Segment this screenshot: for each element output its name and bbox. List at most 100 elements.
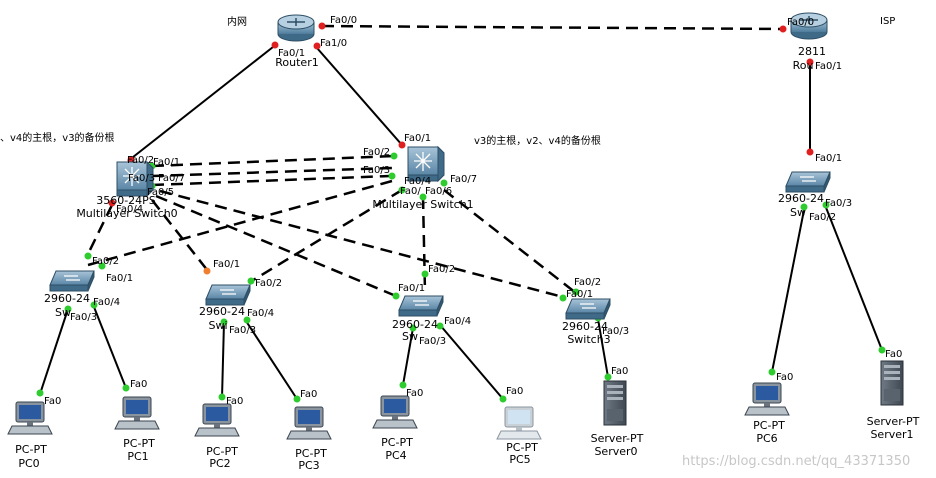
port-dot-ms1-fa06 bbox=[419, 193, 427, 201]
port-label: Fa0/3 bbox=[70, 312, 97, 323]
switch3-model: 2960-24 bbox=[562, 320, 608, 333]
link-sw0-pc0[interactable] bbox=[39, 308, 69, 395]
port-dot-sw0-fa03 bbox=[64, 305, 72, 313]
pc5[interactable] bbox=[496, 406, 542, 440]
switch2[interactable] bbox=[398, 295, 444, 317]
port-dot-sw1-fa01 bbox=[203, 267, 211, 275]
port-label: Fa0/1 bbox=[398, 283, 425, 294]
switch0[interactable] bbox=[49, 270, 95, 292]
switch-isp-model: 2960-24 bbox=[778, 192, 824, 205]
link-sw2-pc4[interactable] bbox=[402, 327, 414, 386]
switch0-model: 2960-24 bbox=[44, 292, 90, 305]
port-label: Fa0/2 bbox=[363, 147, 390, 158]
link-msw1-sw1[interactable] bbox=[249, 188, 403, 284]
link-msw1-sw0[interactable] bbox=[87, 179, 393, 267]
switch1[interactable] bbox=[205, 284, 251, 306]
link-sw3-server0[interactable] bbox=[597, 318, 609, 378]
port-label: Fa0/6 bbox=[425, 186, 452, 197]
port-dot-swisp-fa03 bbox=[822, 201, 830, 209]
link-router1-msw0[interactable] bbox=[127, 46, 274, 162]
server1[interactable] bbox=[880, 360, 904, 406]
port-dot-r1-fa00 bbox=[318, 22, 326, 30]
switch-isp[interactable] bbox=[785, 171, 831, 193]
port-dot-server0 bbox=[604, 373, 612, 381]
pc3[interactable] bbox=[286, 406, 332, 440]
link-router1-risp[interactable] bbox=[321, 24, 784, 31]
port-label: Fa0/2 bbox=[809, 212, 836, 223]
server0-name: Server0 bbox=[594, 445, 637, 458]
server0[interactable] bbox=[603, 380, 627, 426]
msw1-name: Multilayer Switch1 bbox=[372, 198, 473, 211]
link-swisp-server1[interactable] bbox=[824, 204, 883, 351]
link-msw0-sw2[interactable] bbox=[155, 194, 397, 298]
link-msw1-sw3[interactable] bbox=[443, 189, 577, 294]
pc4-name: PC4 bbox=[385, 449, 406, 462]
port-label: Fa0/1 bbox=[278, 48, 305, 59]
pc4[interactable] bbox=[372, 395, 418, 429]
switch-isp-name: Sw bbox=[790, 206, 806, 219]
link-sw1-pc2[interactable] bbox=[221, 321, 225, 399]
switch3-name: Switch3 bbox=[567, 333, 610, 346]
pc2[interactable] bbox=[194, 403, 240, 437]
switch3[interactable] bbox=[565, 298, 611, 320]
port-dot-ms1-fa03 bbox=[388, 172, 396, 180]
port-dot-r1-fa01 bbox=[271, 41, 279, 49]
port-label: Fa0/3 bbox=[229, 325, 256, 336]
link-sw2-pc5[interactable] bbox=[439, 324, 504, 400]
port-label: Fa0 bbox=[226, 396, 243, 407]
pc5-model: PC-PT bbox=[506, 441, 538, 454]
pc3-name: PC3 bbox=[298, 459, 319, 472]
switch1-model: 2960-24 bbox=[199, 305, 245, 318]
port-label: Fa0/1 bbox=[815, 61, 842, 72]
link-msw0-msw1-a[interactable] bbox=[151, 154, 395, 168]
pc6-name: PC6 bbox=[756, 432, 777, 445]
link-msw0-msw1-b[interactable] bbox=[151, 166, 393, 178]
router1[interactable] bbox=[277, 14, 315, 42]
port-label: Fa0/1 bbox=[404, 133, 431, 144]
port-dot-pc1 bbox=[122, 384, 130, 392]
msw0-name: Multilayer Switch0 bbox=[76, 207, 177, 220]
port-dot-ms1-fa01 bbox=[398, 141, 406, 149]
port-dot-ms1-fa07 bbox=[440, 179, 448, 187]
port-dot-sw2-fa03 bbox=[409, 324, 417, 332]
port-dot-sw0-fa01 bbox=[98, 262, 106, 270]
link-sw0-pc1[interactable] bbox=[93, 306, 127, 389]
router-isp-model: 2811 bbox=[798, 45, 826, 58]
port-dot-sw1-fa03 bbox=[220, 318, 228, 326]
port-label: Fa0/1 bbox=[815, 153, 842, 164]
links-dashed bbox=[86, 24, 784, 299]
port-label: Fa0 bbox=[776, 372, 793, 383]
port-label: Fa0/7 bbox=[158, 173, 185, 184]
watermark: https://blog.csdn.net/qq_43371350 bbox=[682, 454, 910, 469]
port-label: Fa0/0 bbox=[787, 17, 814, 28]
port-dot-ms1-fa02 bbox=[390, 152, 398, 160]
pc4-model: PC-PT bbox=[381, 436, 413, 449]
port-label: Fa0/7 bbox=[450, 174, 477, 185]
port-dot-pc0 bbox=[36, 389, 44, 397]
link-router1-msw1[interactable] bbox=[316, 47, 403, 146]
port-label: Fa0 bbox=[406, 388, 423, 399]
link-msw0-sw3[interactable] bbox=[159, 189, 564, 299]
port-dot-sw3-fa01 bbox=[559, 294, 567, 302]
port-dot-r1-fa10 bbox=[313, 42, 321, 50]
port-label: Fa0/2 bbox=[574, 277, 601, 288]
pc6-model: PC-PT bbox=[753, 419, 785, 432]
pc1-name: PC1 bbox=[127, 450, 148, 463]
port-label: Fa0/4 bbox=[116, 204, 143, 215]
port-dot-sw2-fa04 bbox=[436, 322, 444, 330]
note-isp: ISP bbox=[880, 16, 895, 27]
link-swisp-pc6[interactable] bbox=[771, 204, 806, 373]
link-msw1-sw2[interactable] bbox=[421, 196, 427, 293]
link-msw0-sw0[interactable] bbox=[86, 204, 114, 255]
link-msw0-sw1[interactable] bbox=[151, 199, 209, 272]
port-label: Fa0/2 bbox=[92, 256, 119, 267]
pc1[interactable] bbox=[114, 396, 160, 430]
port-label: Fa0/4 bbox=[404, 176, 431, 187]
port-dot-pc2 bbox=[218, 393, 226, 401]
pc6[interactable] bbox=[744, 382, 790, 416]
link-sw1-pc3[interactable] bbox=[245, 320, 298, 400]
pc2-model: PC-PT bbox=[206, 445, 238, 458]
link-msw0-msw1-c[interactable] bbox=[151, 174, 391, 187]
port-dot-sw3-fa02 bbox=[572, 288, 580, 296]
